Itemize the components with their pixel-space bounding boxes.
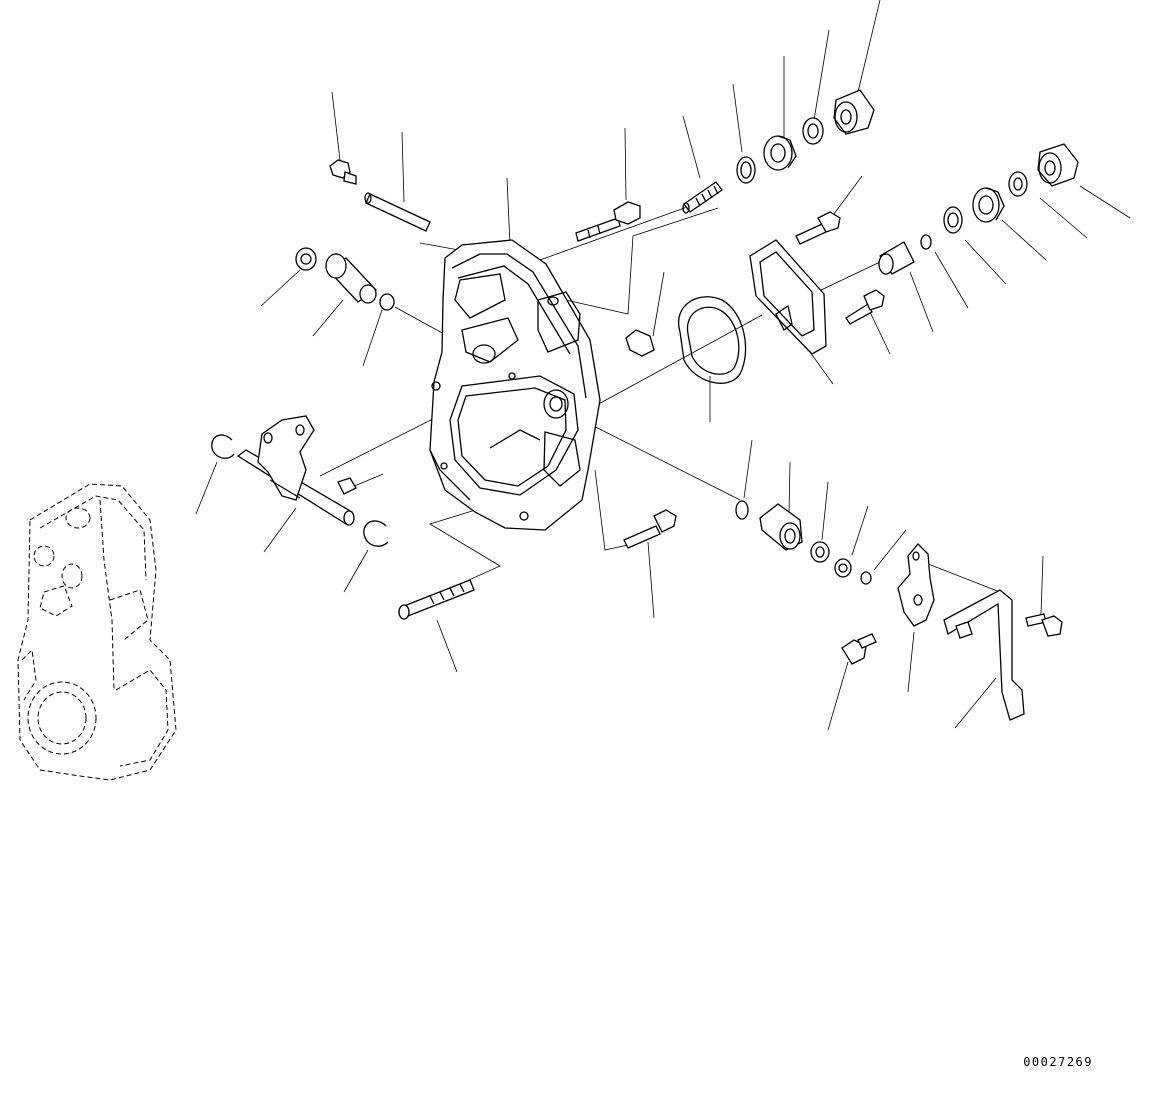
nut-right: [973, 188, 1004, 222]
flange-bolt-lower: [624, 510, 676, 548]
long-bolt: [399, 580, 474, 619]
lever-shaft: [238, 416, 354, 525]
governor-housing: [430, 240, 600, 530]
key-pin: [338, 478, 356, 494]
washer-far-right: [1009, 172, 1027, 196]
washer-right: [944, 207, 962, 233]
nut-lower: [811, 542, 829, 562]
bracket: [944, 590, 1024, 720]
leader-lines: [196, 0, 1130, 730]
o-ring-lower: [736, 501, 748, 519]
o-ring-right: [921, 235, 931, 249]
small-bolt-right: [1026, 614, 1062, 636]
snap-ring-left: [212, 435, 234, 458]
plug-bolt-center: [626, 330, 654, 356]
bolt-cover-lower: [846, 290, 884, 324]
nut-left: [296, 248, 316, 270]
drawing-number: 00027269: [1023, 1055, 1093, 1069]
hex-bolt-top-left: [330, 160, 356, 184]
washer-small-top: [737, 157, 755, 183]
cover-plate: [750, 240, 826, 354]
washer-lower-small: [861, 572, 871, 584]
lever-arm: [898, 544, 934, 626]
gasket-ring: [679, 297, 746, 384]
dowel-pin: [365, 193, 430, 231]
cap-nut-right: [1038, 144, 1078, 186]
washer-top-right: [803, 118, 823, 144]
adjusting-screw: [683, 182, 722, 213]
small-bolt-lower: [842, 634, 876, 664]
snap-ring-lower: [364, 521, 388, 546]
washer-lower: [835, 559, 851, 577]
o-ring-left: [380, 294, 394, 310]
bolt-cover: [796, 212, 840, 244]
cap-nut-top: [834, 90, 874, 134]
phantom-pump-housing: [18, 484, 176, 780]
bushing-left: [326, 254, 376, 303]
bushing-lower: [760, 504, 802, 550]
nut-top: [764, 136, 796, 170]
flange-bolt-center: [576, 202, 640, 241]
sleeve-right: [879, 242, 914, 274]
